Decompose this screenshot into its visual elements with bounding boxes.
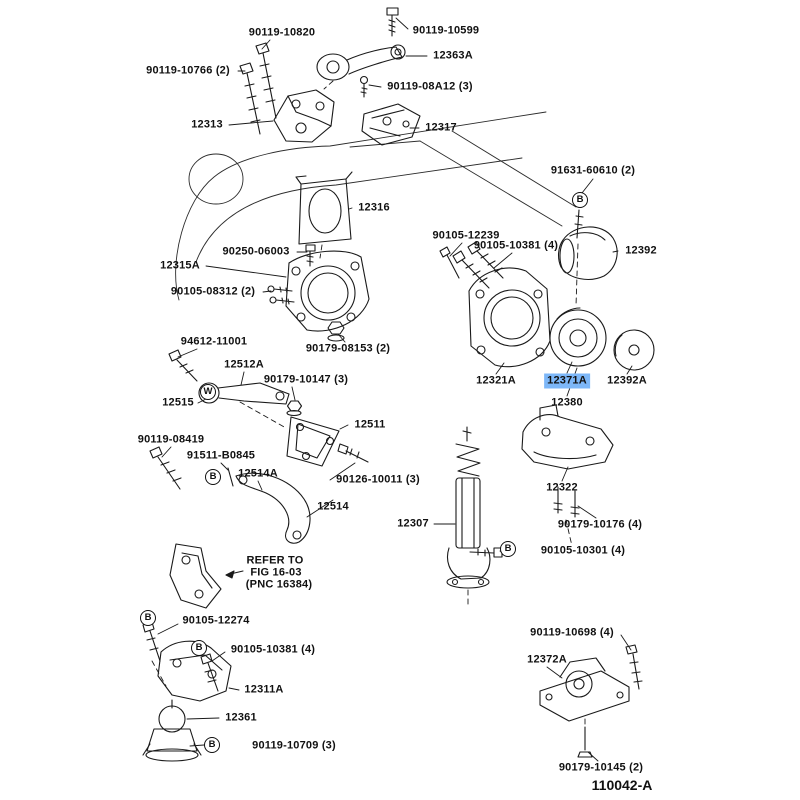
part-12512a-arm xyxy=(198,382,290,405)
nut-90179-08153 xyxy=(327,321,345,342)
part-label-90179-08153-2: 90179-08153 (2) xyxy=(305,342,391,355)
part-label-90126-10011-3: 90126-10011 (3) xyxy=(336,473,420,486)
bolt-90119-10820 xyxy=(255,42,277,119)
part-12322-bracket xyxy=(521,404,614,470)
part-16384-bracket xyxy=(169,543,222,609)
part-label-90105-12274: 90105-12274 xyxy=(182,614,250,627)
part-label-12514a: 12514A xyxy=(238,467,278,480)
part-label-94612-11001: 94612-11001 xyxy=(180,335,248,348)
part-label-12392a: 12392A xyxy=(607,374,647,387)
part-12392-cover xyxy=(558,226,618,280)
part-label-12317: 12317 xyxy=(425,121,457,134)
part-label-12313: 12313 xyxy=(191,118,223,131)
part-12371a-insulator xyxy=(549,307,607,367)
callout-w-1: W xyxy=(200,384,216,400)
bolt-90105-10381-upper xyxy=(452,241,504,289)
bolt-90250-06003 xyxy=(305,244,316,267)
part-label-12316: 12316 xyxy=(358,201,390,214)
bolt-90119-08419 xyxy=(149,446,182,490)
part-label-90105-08312-2: 90105-08312 (2) xyxy=(170,285,256,298)
bolt-90119-08a12 xyxy=(359,75,369,98)
bolt-90105-12239 xyxy=(439,246,460,279)
callout-b-4: B xyxy=(140,610,156,626)
part-12361-mount xyxy=(142,699,202,762)
car-body-outline xyxy=(175,111,577,301)
part-label-90119-10698-4: 90119-10698 (4) xyxy=(530,626,614,639)
stud-90179-10176 xyxy=(553,486,580,518)
part-label-90105-10301-4: 90105-10301 (4) xyxy=(540,544,626,557)
bolt-94612-11001 xyxy=(168,349,198,382)
part-12372a-mount xyxy=(539,657,630,722)
part-12514-arm xyxy=(235,472,311,544)
part-label-12511: 12511 xyxy=(354,418,386,431)
callout-b-6: B xyxy=(204,737,220,753)
part-label-12392: 12392 xyxy=(625,244,657,257)
part-label-12311a: 12311A xyxy=(244,683,284,696)
bolt-90105-08312 xyxy=(267,285,295,305)
part-12307-strut xyxy=(446,426,491,589)
part-label-12512a: 12512A xyxy=(224,358,264,371)
part-12316-frame xyxy=(295,171,353,245)
part-label-90119-08419: 90119-08419 xyxy=(137,433,205,446)
part-12315a-bracket xyxy=(285,250,370,332)
part-label-12363a: 12363A xyxy=(433,49,473,62)
part-12321a-bracket xyxy=(468,267,551,368)
part-label-90105-12239: 90105-12239 xyxy=(432,229,500,242)
part-label-12514: 12514 xyxy=(317,500,349,513)
callout-b-0: B xyxy=(572,192,588,208)
bolt-90126-10011 xyxy=(337,443,369,463)
part-label-90105-10381-4: 90105-10381 (4) xyxy=(230,643,316,656)
bolt-90119-10698 xyxy=(625,644,643,690)
part-label-90179-10176-4: 90179-10176 (4) xyxy=(557,518,643,531)
note-refer-line-1: REFER TO xyxy=(246,554,304,567)
part-12313-bracket xyxy=(273,89,335,143)
nut-90179-10147 xyxy=(286,400,303,417)
part-label-90119-08a12-3: 90119-08A12 (3) xyxy=(387,80,473,93)
part-12363a-torque-rod xyxy=(316,44,406,81)
bolt-90105-12274 xyxy=(142,621,161,662)
part-label-90179-10147-3: 90179-10147 (3) xyxy=(263,373,349,386)
figure-code: 110042-A xyxy=(591,777,653,793)
part-12317-bracket xyxy=(361,103,421,146)
part-label-91511-b0845: 91511-B0845 xyxy=(186,449,256,462)
part-label-12322: 12322 xyxy=(546,481,578,494)
part-label-12372a: 12372A xyxy=(527,653,567,666)
bolt-90105-10301 xyxy=(469,547,503,558)
part-label-90105-10381-4: 90105-10381 (4) xyxy=(473,239,559,252)
part-label-12321a: 12321A xyxy=(476,374,516,387)
part-label-90119-10599: 90119-10599 xyxy=(412,24,480,37)
part-label-90119-10820: 90119-10820 xyxy=(248,26,316,39)
part-label-12380: 12380 xyxy=(551,396,583,409)
assembly-dash-lines xyxy=(151,80,586,727)
part-label-90119-10766-2: 90119-10766 (2) xyxy=(146,64,230,77)
part-12511-bracket xyxy=(286,416,340,467)
part-label-91631-60610-2: 91631-60610 (2) xyxy=(550,164,636,177)
part-label-90179-10145-2: 90179-10145 (2) xyxy=(558,761,644,774)
callout-b-5: B xyxy=(191,640,207,656)
leader-lines xyxy=(157,17,633,762)
part-label-12307: 12307 xyxy=(397,517,429,530)
stud-91511-b0845 xyxy=(227,467,234,487)
stud-90179-10145 xyxy=(577,726,593,758)
part-label-90119-10709-3: 90119-10709 (3) xyxy=(252,739,336,752)
callout-b-2: B xyxy=(205,469,221,485)
note-refer-line-2: FIG 16-03 xyxy=(250,566,302,579)
part-label-12515: 12515 xyxy=(162,396,194,409)
callout-b-3: B xyxy=(500,541,516,557)
part-label-12361: 12361 xyxy=(225,711,257,724)
part-label-12315a: 12315A xyxy=(160,259,200,272)
bolt-90119-10599 xyxy=(386,7,399,37)
note-refer-line-3: (PNC 16384) xyxy=(245,578,313,591)
refer-note-arrow xyxy=(225,570,244,579)
part-12392a-plate xyxy=(613,329,655,371)
part-label-90250-06003: 90250-06003 xyxy=(222,245,290,258)
part-label-12371a[interactable]: 12371A xyxy=(544,373,590,389)
